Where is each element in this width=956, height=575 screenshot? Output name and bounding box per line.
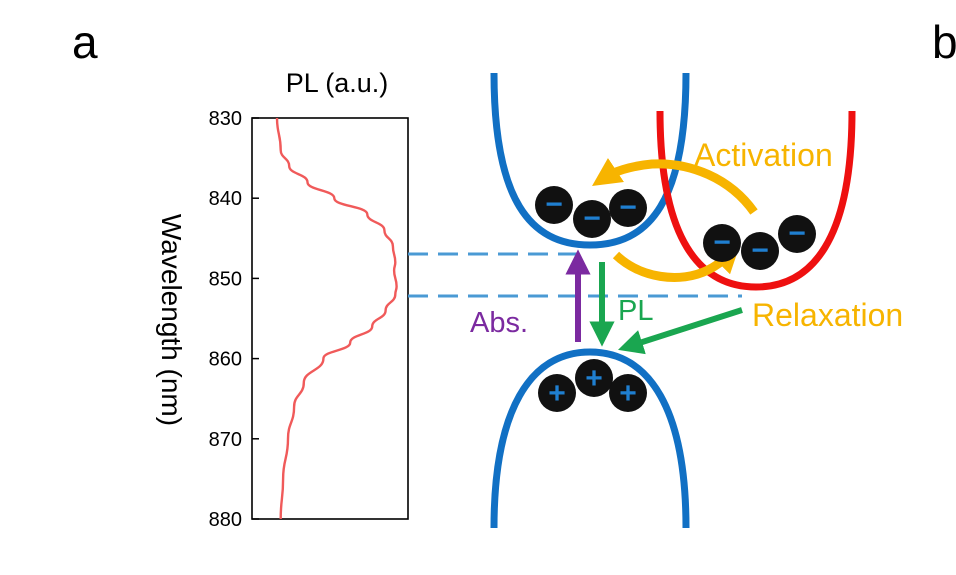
panel-label-a: a: [72, 16, 98, 68]
electron: −: [778, 215, 816, 253]
electron-sign: −: [713, 226, 731, 259]
activation-label: Activation: [694, 137, 833, 173]
electron-sign: −: [751, 234, 769, 267]
electron: −: [741, 232, 779, 270]
dark-emission-arrow: [618, 307, 743, 355]
plot-frame: [251, 117, 409, 520]
activation-arrow: [592, 158, 758, 215]
y-tick-label: 870: [209, 429, 242, 451]
conduction-band-dark: [656, 110, 856, 291]
electron: −: [609, 189, 647, 227]
hole: +: [609, 374, 647, 412]
electron-sign: −: [545, 188, 563, 221]
panel-label-b: b: [932, 16, 956, 68]
hole-sign: +: [548, 377, 566, 410]
band-diagram: Activation Relaxation Abs. PL − − − −: [470, 72, 903, 529]
hole-sign: +: [585, 362, 603, 395]
electron: −: [703, 224, 741, 262]
hole: +: [575, 359, 613, 397]
y-tick-label: 830: [209, 108, 242, 130]
pl-curve: [275, 117, 398, 520]
y-axis-label: Wavelength (nm): [156, 214, 187, 426]
electron-sign: −: [788, 217, 806, 250]
absorption-label: Abs.: [470, 307, 528, 339]
hole-sign: +: [619, 377, 637, 410]
y-tick-label: 850: [209, 268, 242, 290]
y-tick-label: 840: [209, 188, 242, 210]
valence-band: [490, 348, 690, 529]
y-axis-ticks: 830 840 850 860 870 880: [209, 108, 259, 531]
electron: −: [573, 200, 611, 238]
electron-sign: −: [583, 202, 601, 235]
y-tick-label: 860: [209, 349, 242, 371]
electron-sign: −: [619, 191, 637, 224]
relaxation-label: Relaxation: [752, 297, 903, 333]
hole: +: [538, 374, 576, 412]
pl-spectrum-chart: PL (a.u.) 830 840 850 860 870 880 Wavelength …: [156, 68, 409, 531]
chart-title: PL (a.u.): [286, 68, 389, 98]
electron: −: [535, 186, 573, 224]
pl-label: PL: [618, 295, 653, 327]
y-tick-label: 880: [209, 509, 242, 531]
